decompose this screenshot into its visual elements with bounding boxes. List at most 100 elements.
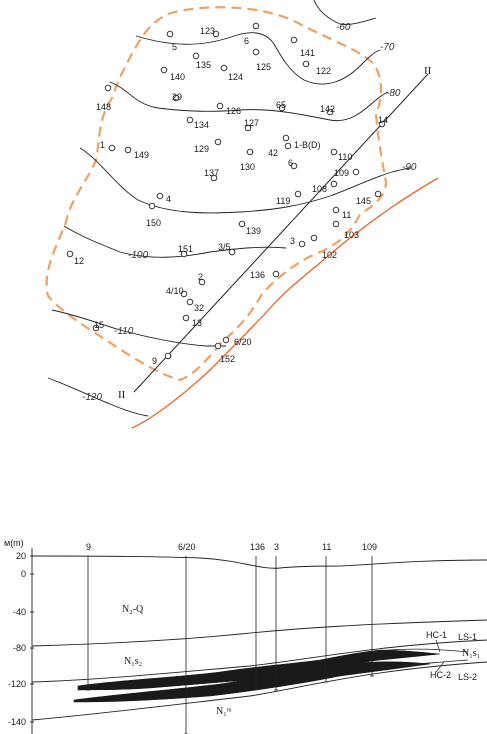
contour-line [313,0,377,25]
contour-line [135,32,381,85]
horizon-label-hc-1: HC-1 [426,630,447,640]
structure-map: -60 -70 -80 -90 -100 -110 -120 II II [45,0,439,429]
well-label: 4 [166,194,171,204]
hc-1-body [77,649,441,691]
well-label: 125 [256,62,271,72]
well-marker [302,60,310,68]
well-marker [246,148,254,156]
well-marker [160,66,168,74]
well-marker [198,278,206,286]
contour-line [47,377,149,417]
y-tick-layer: 200-40-80-120-140 [8,551,34,727]
contour-line [63,225,287,258]
ground-surface [31,555,487,569]
well-marker [180,290,188,298]
well-label: 124 [228,72,243,82]
contour-label: -110 [114,326,134,337]
well-marker [310,234,318,242]
well-label: 6/20 [234,337,252,347]
well-label: 11 [342,210,351,220]
well-marker [272,270,280,278]
well-label: 6 [288,158,293,168]
section-well-label: 3 [274,542,279,552]
pinch-out-line [389,659,469,667]
well-label: 5 [172,42,177,52]
well-label: 139 [246,226,261,236]
well-marker [192,52,200,60]
well-marker [290,162,298,170]
leader-line [435,661,445,673]
well-label: 1-B(D) [294,140,321,150]
well-marker [156,192,164,200]
well-marker [298,240,306,248]
section-line [133,73,429,393]
well-marker [172,94,180,102]
well-marker [330,180,338,188]
well-label: 42 [268,148,278,158]
well-marker [216,102,224,110]
layer-label-right: N₁s₁ [462,648,480,659]
well-label: 127 [244,118,259,128]
well-marker [210,174,218,182]
well-marker [252,22,260,30]
contour-label: -80 [386,88,401,99]
horizon-label-hc-2: HC-2 [430,670,451,680]
well-label: 135 [196,60,211,70]
well-marker [164,352,172,360]
well-label: 151 [178,244,193,254]
well-label: 136 [250,270,265,280]
well-label: 2 [198,272,203,282]
well-label: 126 [226,106,241,116]
well-label: 137 [204,168,219,178]
well-marker [186,116,194,124]
section-well-label: 9 [86,542,91,552]
horizon-line [31,639,487,683]
well-label: 1 [100,140,105,150]
well-marker [278,104,286,112]
well-label: 32 [194,303,204,313]
well-marker [104,84,112,92]
horizon-line [31,619,487,647]
well-marker [212,30,220,38]
well-marker [148,202,156,210]
well-label: 129 [194,144,209,154]
section-well-label: 109 [362,542,377,552]
hc-2-body [73,661,431,703]
well-label: 122 [316,66,331,76]
y-tick-label: 0 [21,569,26,579]
contour-label: -90 [402,162,417,173]
well-marker [186,298,194,306]
y-tick-label: -80 [13,643,26,653]
y-axis-title: м(m) [4,538,24,548]
well-label: 3/5 [218,242,231,252]
y-tick-label: -40 [13,607,26,617]
section-mark-label: II [424,65,432,77]
section-well-label: 11 [322,542,331,552]
contour-label: -100 [128,250,148,261]
horizon-label-ls-2: LS-2 [458,672,477,682]
well-label: 103 [344,230,359,240]
well-label: 140 [170,72,185,82]
section-well-label: 136 [250,542,265,552]
well-label: 142 [320,104,335,114]
well-marker [180,250,188,258]
well-marker [252,48,260,56]
well-label: 148 [96,102,111,112]
well-marker [166,30,174,38]
well-label: 110 [338,152,352,162]
well-label: 123 [200,26,215,36]
well-label: 6 [244,36,249,46]
y-tick-label: -140 [8,717,26,727]
layer-label-middle: N₁s₂ [124,656,142,667]
layer-label-top: N₂-Q [122,604,144,615]
well-label: 145 [356,196,371,206]
well-marker [330,148,338,156]
well-marker [238,220,246,228]
well-marker [214,138,222,146]
well-label: 15 [94,320,104,330]
contour-line [79,147,413,214]
layer-label-bottom: N₁ᵐ [216,706,232,717]
well-label: 134 [194,120,209,130]
well-label: 12 [74,256,84,266]
